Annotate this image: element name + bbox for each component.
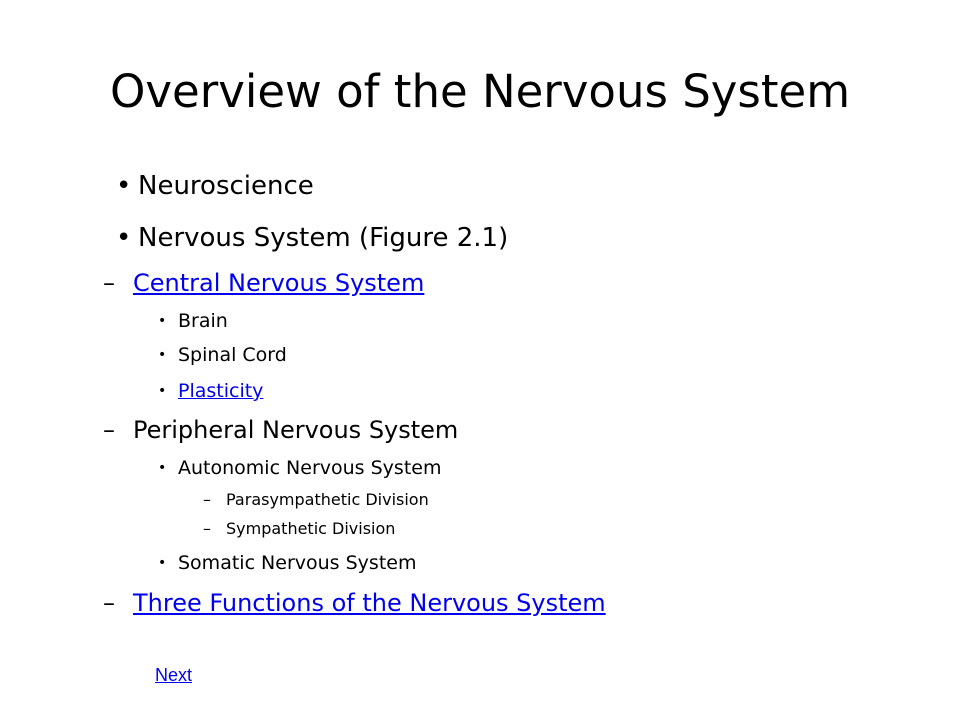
item-text: Somatic Nervous System <box>178 552 417 574</box>
item-text: Parasympathetic Division <box>226 490 429 509</box>
dash-marker: – <box>203 490 211 509</box>
bullet-marker: • <box>158 313 167 329</box>
bullet-marker: • <box>116 223 132 253</box>
next-link[interactable]: Next <box>155 665 193 685</box>
dash-marker: – <box>103 589 115 617</box>
item-text: Autonomic Nervous System <box>178 457 442 479</box>
dash-marker: – <box>203 519 211 538</box>
slide-title: Overview of the Nervous System <box>109 65 851 118</box>
bullet-text: Neuroscience <box>138 171 314 201</box>
link-central-nervous-system[interactable]: Central Nervous System <box>133 269 425 297</box>
bullet-marker: • <box>158 347 167 363</box>
bullet-marker: • <box>158 555 167 571</box>
bullet-marker: • <box>158 383 167 399</box>
item-text: Sympathetic Division <box>226 519 396 538</box>
item-text: Brain <box>178 310 228 332</box>
dash-marker: – <box>103 416 115 444</box>
dash-marker: – <box>103 269 115 297</box>
bullet-marker: • <box>158 460 167 476</box>
item-text: Peripheral Nervous System <box>133 416 459 444</box>
link-three-functions[interactable]: Three Functions of the Nervous System <box>133 589 606 617</box>
bullet-text: Nervous System (Figure 2.1) <box>138 223 509 253</box>
bullet-marker: • <box>116 171 132 201</box>
link-plasticity[interactable]: Plasticity <box>178 380 264 402</box>
item-text: Spinal Cord <box>178 344 287 366</box>
